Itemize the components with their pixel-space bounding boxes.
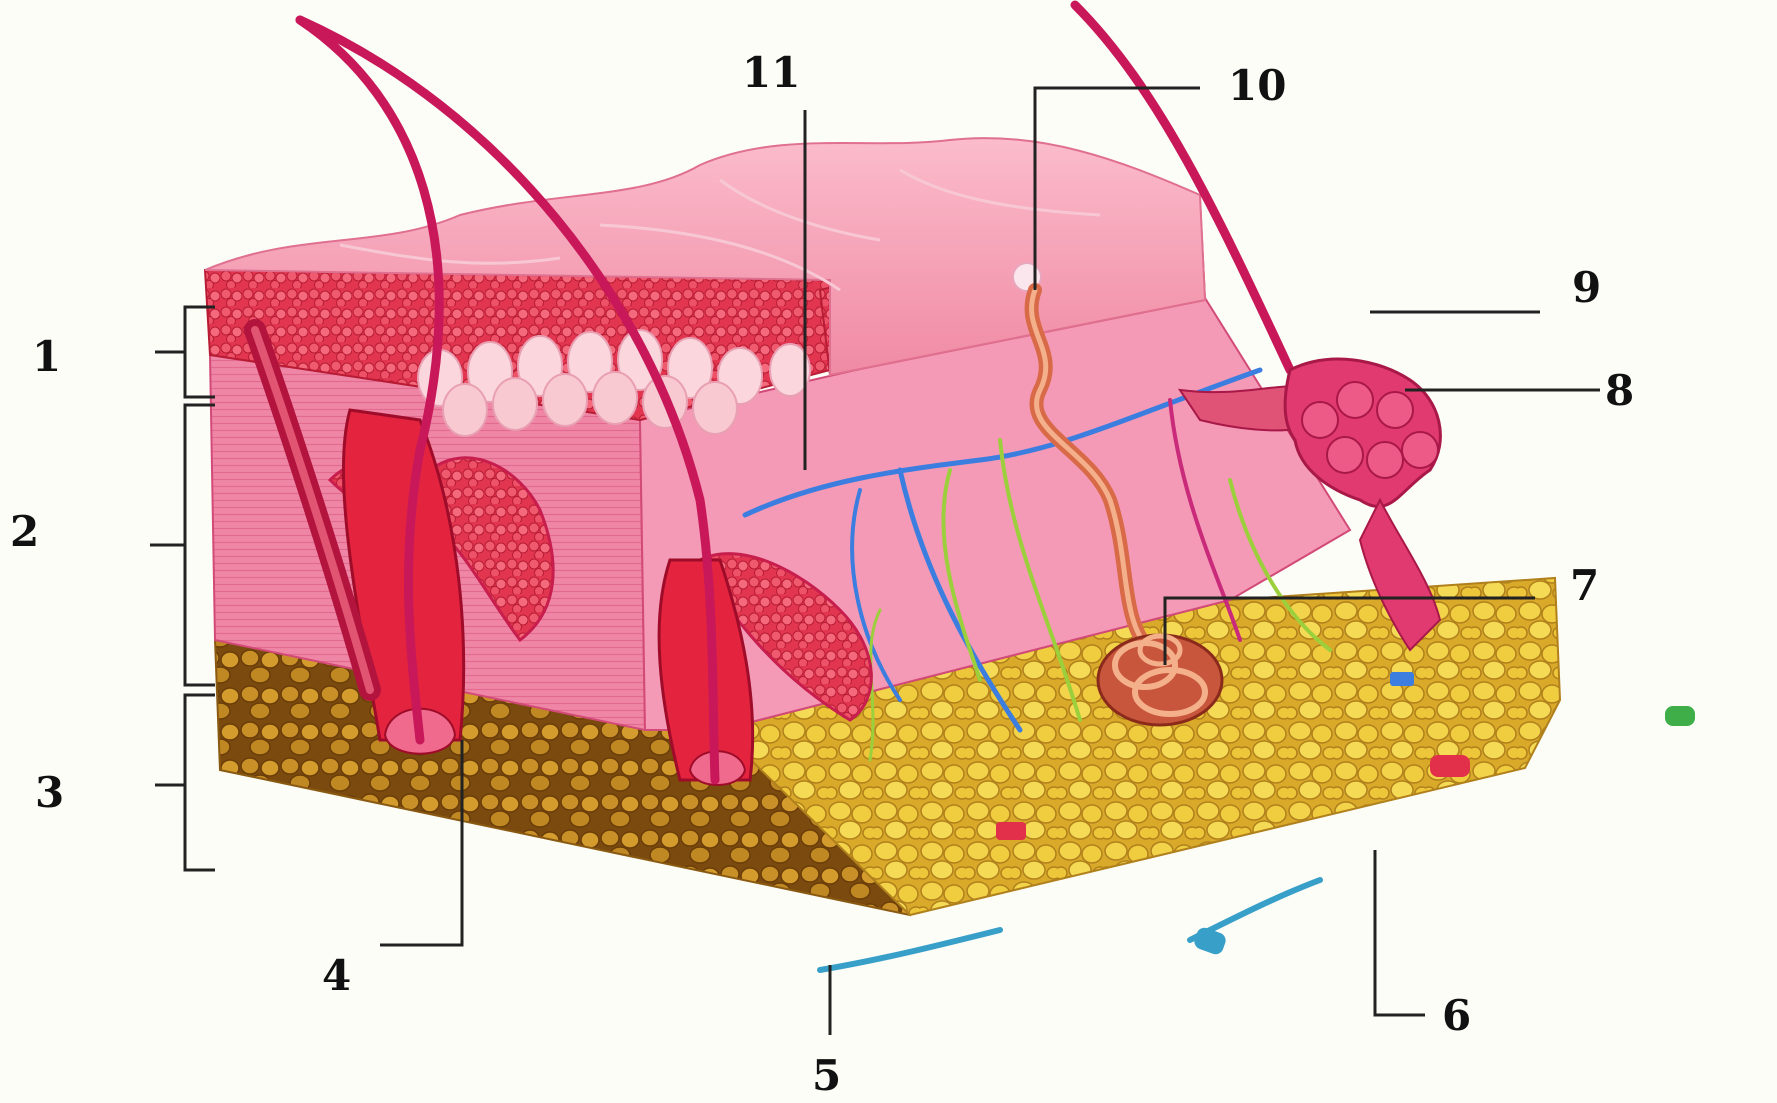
label-9: 9 <box>1572 267 1601 309</box>
vessel-cut <box>1665 706 1695 726</box>
vein <box>820 930 1000 970</box>
bracket-3 <box>155 695 215 870</box>
label-6: 6 <box>1442 995 1471 1037</box>
vessel-cut <box>996 822 1026 840</box>
label-1: 1 <box>32 336 61 378</box>
label-2: 2 <box>10 511 39 553</box>
vessel-cut <box>1430 755 1470 777</box>
label-5: 5 <box>812 1055 841 1097</box>
leader-6 <box>1375 850 1425 1015</box>
bracket-1 <box>155 307 215 397</box>
bracket-2 <box>150 405 215 685</box>
label-11: 11 <box>742 52 800 94</box>
label-3: 3 <box>35 772 64 814</box>
label-4: 4 <box>322 955 351 997</box>
label-7: 7 <box>1570 565 1599 607</box>
label-8: 8 <box>1605 370 1634 412</box>
sweat-gland-coil <box>1098 635 1222 725</box>
label-10: 10 <box>1228 65 1286 107</box>
vessel-cut <box>1390 672 1414 686</box>
vessel-cut <box>1192 926 1228 957</box>
